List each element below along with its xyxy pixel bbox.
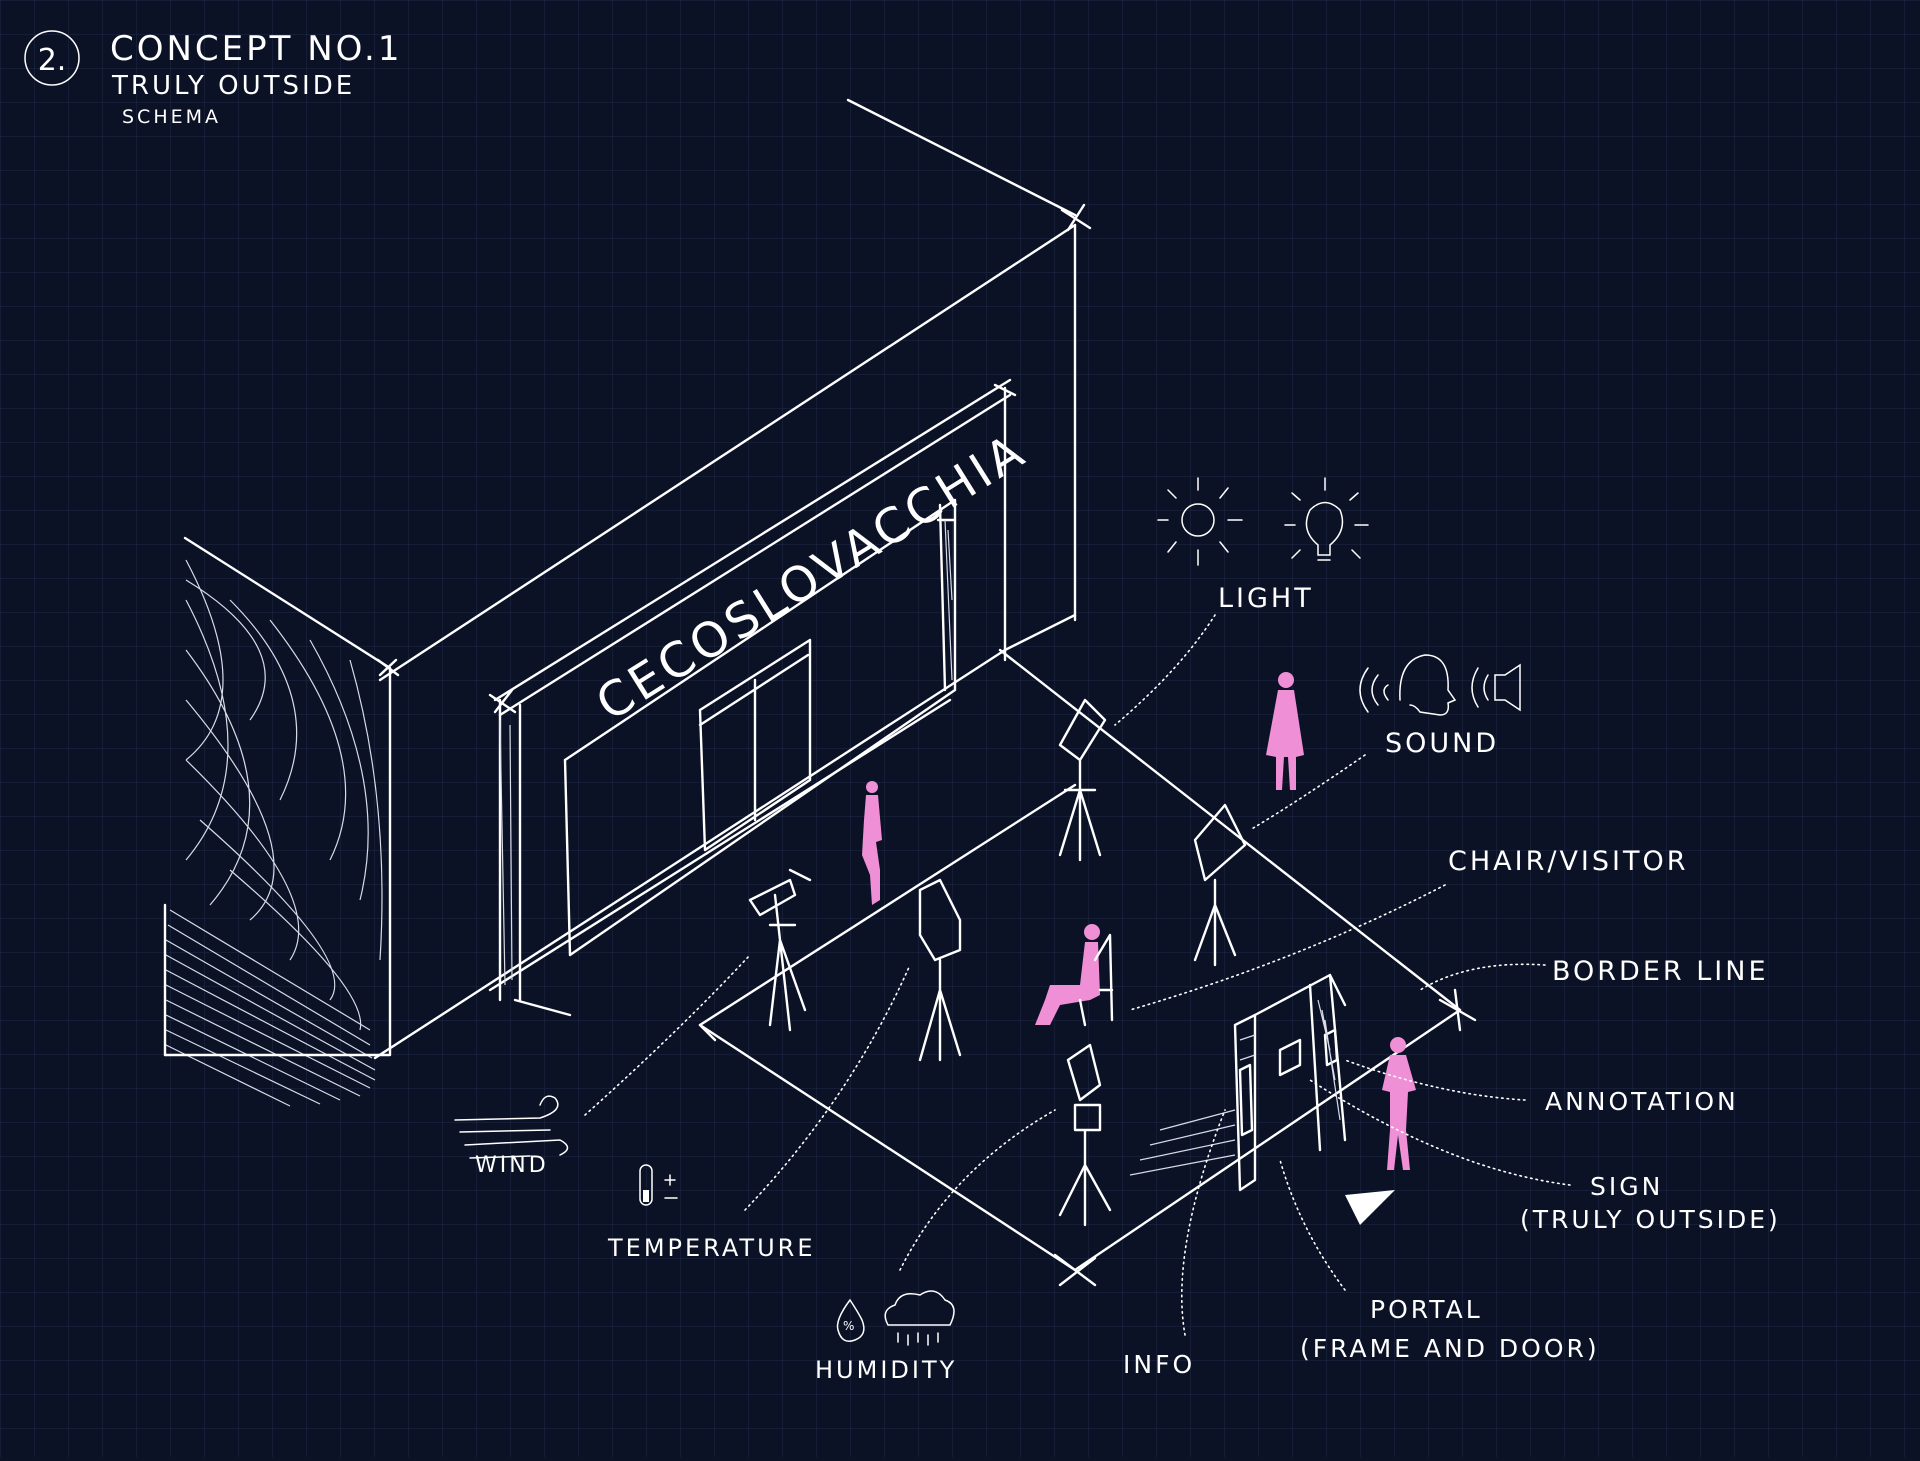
label-wind: WIND — [475, 1153, 549, 1178]
stand-light — [1058, 698, 1107, 862]
border-line — [698, 648, 1477, 1287]
label-sound: SOUND — [1385, 728, 1499, 759]
person-standing-coat — [1266, 672, 1304, 790]
pointer-triangle-icon — [1345, 1190, 1395, 1225]
stand-sound — [1193, 803, 1247, 967]
label-sign-note: (TRULY OUTSIDE) — [1520, 1205, 1781, 1234]
stand-temperature — [918, 878, 962, 1062]
label-chair-visitor: CHAIR/VISITOR — [1448, 846, 1689, 877]
speaking-head-icon — [1359, 654, 1457, 716]
sun-icon — [1157, 477, 1243, 566]
header: 2. CONCEPT NO.1 TRULY OUTSIDE SCHEMA — [24, 29, 403, 128]
label-temperature: TEMPERATURE — [607, 1234, 816, 1262]
svg-text:%: % — [843, 1319, 854, 1333]
portal-frame — [1129, 973, 1347, 1192]
label-info: INFO — [1123, 1350, 1195, 1379]
speaker-icon — [1471, 663, 1521, 712]
person-seated — [1035, 924, 1114, 1027]
label-sign: SIGN — [1590, 1172, 1663, 1201]
number-circle — [24, 30, 80, 86]
person-walking — [862, 781, 882, 905]
thermometer-icon — [639, 1164, 678, 1206]
hatched-side-wall — [165, 559, 383, 1107]
stand-wind — [748, 868, 812, 1032]
stand-humidity — [1058, 1043, 1112, 1227]
concept-number: 2. — [38, 43, 67, 78]
label-light: LIGHT — [1218, 583, 1314, 614]
label-humidity: HUMIDITY — [815, 1356, 957, 1384]
visitor-figures — [862, 672, 1416, 1170]
leader-lines — [584, 614, 1571, 1336]
page-title: CONCEPT NO.1 — [110, 29, 403, 69]
wind-icon — [454, 1095, 569, 1159]
label-portal: PORTAL — [1370, 1295, 1483, 1324]
labels: LIGHT SOUND CHAIR/VISITOR BORDER LINE AN… — [475, 583, 1781, 1384]
label-border-line: BORDER LINE — [1552, 956, 1769, 987]
person-at-portal — [1382, 1037, 1416, 1170]
page-subtitle: TRULY OUTSIDE — [111, 71, 355, 101]
label-portal-note: (FRAME AND DOOR) — [1300, 1334, 1600, 1363]
rain-cloud-icon — [884, 1290, 955, 1346]
label-annotation: ANNOTATION — [1545, 1087, 1739, 1116]
page-caption: SCHEMA — [122, 106, 221, 128]
humidity-drop-icon: % — [836, 1298, 865, 1342]
lightbulb-icon — [1284, 477, 1369, 561]
